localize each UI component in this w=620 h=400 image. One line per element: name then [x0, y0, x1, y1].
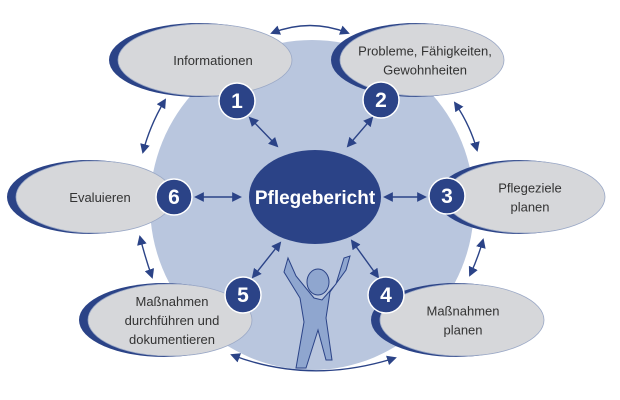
- step-number-badge: [218, 82, 256, 120]
- step-node-4: Maßnahmen planen 4: [367, 276, 545, 357]
- step-label: Evaluieren: [69, 190, 130, 205]
- step-number-badge: [428, 177, 466, 215]
- step-node-5: Maßnahmen durchführen und dokumentieren 5: [79, 276, 262, 357]
- step-node-2: Probleme, Fähigkeiten, Gewohnheiten 2: [331, 23, 505, 119]
- step-number: 3: [441, 185, 453, 208]
- step-label: Maßnahmen: [136, 294, 209, 309]
- step-node-3: Pflegeziele planen 3: [428, 160, 606, 234]
- step-number-badge: [362, 81, 400, 119]
- person-figure-icon: [283, 255, 351, 369]
- center-label: Pflegebericht: [255, 188, 376, 209]
- step-label: Pflegeziele: [498, 181, 562, 196]
- person-head-icon: [306, 268, 330, 296]
- step-number-badge: [224, 276, 262, 314]
- step-label: dokumentieren: [129, 332, 215, 347]
- center-node: [249, 150, 381, 244]
- step-label: Informationen: [173, 53, 253, 68]
- node-ellipse: [379, 283, 545, 357]
- step-number: 1: [231, 90, 243, 113]
- node-ellipse: [117, 23, 293, 97]
- node-ellipse: [339, 23, 505, 97]
- step-number: 6: [168, 186, 180, 209]
- step-label: planen: [510, 200, 549, 215]
- step-number: 5: [237, 284, 249, 307]
- node-ellipse: [87, 283, 253, 357]
- step-label: Probleme, Fähigkeiten,: [358, 44, 492, 59]
- step-number: 4: [380, 284, 392, 307]
- step-node-1: Informationen 1: [109, 23, 293, 120]
- node-ellipse: [444, 160, 606, 234]
- step-label: Gewohnheiten: [383, 63, 467, 78]
- step-label: Maßnahmen: [427, 304, 500, 319]
- step-label: durchführen und: [125, 313, 220, 328]
- step-number-badge: [155, 178, 193, 216]
- inner-arrows: [194, 116, 427, 279]
- step-number: 2: [375, 89, 387, 112]
- step-number-badge: [367, 276, 405, 314]
- step-label: planen: [443, 323, 482, 338]
- outer-arrows: [137, 24, 486, 372]
- step-node-6: Evaluieren 6: [7, 160, 193, 234]
